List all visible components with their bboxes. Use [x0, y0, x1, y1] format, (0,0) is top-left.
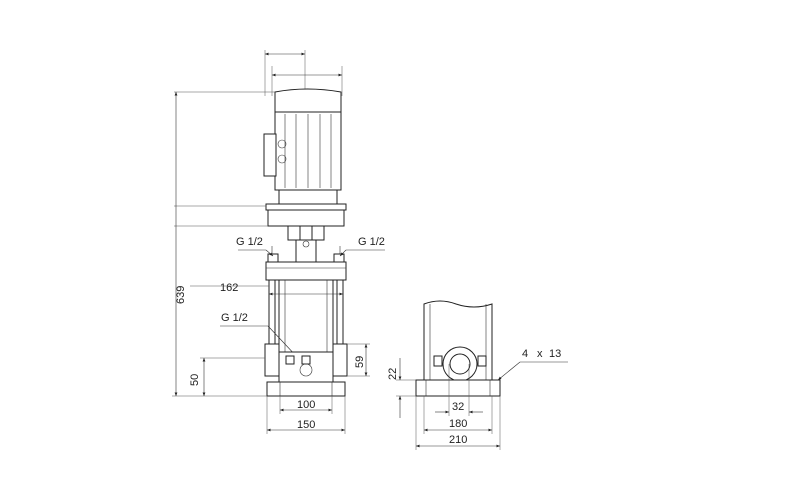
terminal-box: [263, 133, 277, 177]
foot-height-dimension: 22: [387, 358, 416, 418]
dim-22: 22: [387, 368, 399, 380]
mounting-holes-label: 4 x 13: [497, 348, 568, 381]
port-spacing-dimension: 162: [190, 282, 343, 296]
upper-right-connection-label: G 1/2: [339, 236, 385, 257]
inlet-port-inner: [449, 353, 471, 375]
hole-diameter: 13: [549, 348, 561, 360]
vent-plug-icon: [267, 253, 279, 263]
vent-plug-icon: [333, 253, 345, 263]
dim-59: 59: [354, 356, 366, 368]
drain-plug-icon: [285, 355, 295, 365]
dim-32: 32: [452, 401, 464, 413]
port-diameter-dimension: 32: [435, 364, 483, 416]
pump-base: [264, 343, 348, 397]
inlet-height-dimension: 50: [189, 357, 265, 396]
g-half-label-upper-left: G 1/2: [236, 236, 263, 248]
dim-100: 100: [297, 399, 315, 411]
port-circle-icon: [299, 363, 313, 377]
g-half-label-upper-right: G 1/2: [358, 236, 385, 248]
coupling: [287, 225, 325, 263]
base-width-dimensions: 100 150: [266, 396, 346, 434]
g-half-label-lower-left: G 1/2: [221, 312, 248, 324]
drain-plug-icon: [433, 355, 443, 367]
dim-210: 210: [449, 434, 467, 446]
dim-639: 639: [175, 286, 187, 304]
overall-height-dimension: 639: [172, 92, 267, 397]
end-view-body: [415, 300, 501, 397]
end-view: 22 4 x 13 32 180 210: [387, 300, 568, 450]
pump-sleeve: [268, 279, 344, 359]
motor: [263, 88, 347, 227]
dim-162: 162: [220, 282, 238, 294]
dim-150: 150: [297, 419, 315, 431]
port-height-dimension: 59: [347, 343, 370, 377]
cable-gland-icon: [277, 154, 287, 164]
cable-gland-icon: [277, 139, 287, 149]
drain-plug-icon: [301, 355, 311, 365]
hole-count: 4: [522, 348, 528, 360]
motor-top-dimension: [264, 50, 343, 96]
hole-times: x: [537, 348, 543, 360]
pump-head: [265, 246, 347, 281]
base-plate-dimensions: 180 210: [415, 396, 501, 450]
upper-left-connection-label: G 1/2: [236, 236, 274, 257]
dim-180: 180: [449, 418, 467, 430]
base-plate: [415, 379, 501, 397]
dim-50: 50: [189, 374, 201, 386]
drain-plug-icon: [477, 355, 487, 367]
side-view: G 1/2 G 1/2 162 G 1/2: [172, 50, 385, 434]
